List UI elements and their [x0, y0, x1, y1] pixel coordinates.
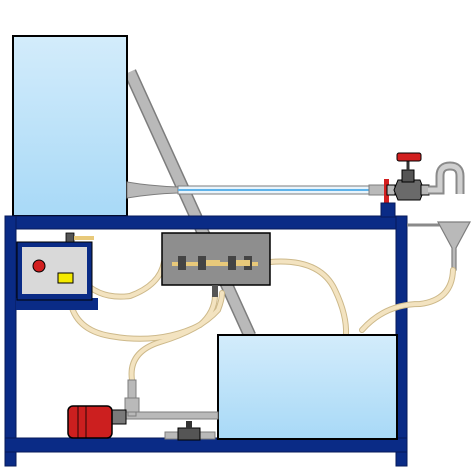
horizontal-test-tube [126, 181, 388, 199]
support-frame [4, 202, 408, 467]
inclined-pipe [124, 69, 256, 339]
pump-motor [67, 405, 127, 439]
manometer-manifold [161, 232, 271, 297]
lower-tank [217, 334, 398, 440]
gate-valve[interactable] [386, 152, 430, 201]
valve-handwheel-icon[interactable] [396, 152, 422, 162]
indicator-lamp [57, 272, 74, 284]
motor-icon [67, 405, 113, 439]
pump-piping [117, 379, 219, 420]
power-switch-icon[interactable] [32, 259, 46, 273]
upper-tank [12, 35, 128, 217]
collection-funnel [407, 221, 472, 271]
drain-valve[interactable] [164, 421, 216, 441]
control-panel [16, 232, 98, 310]
